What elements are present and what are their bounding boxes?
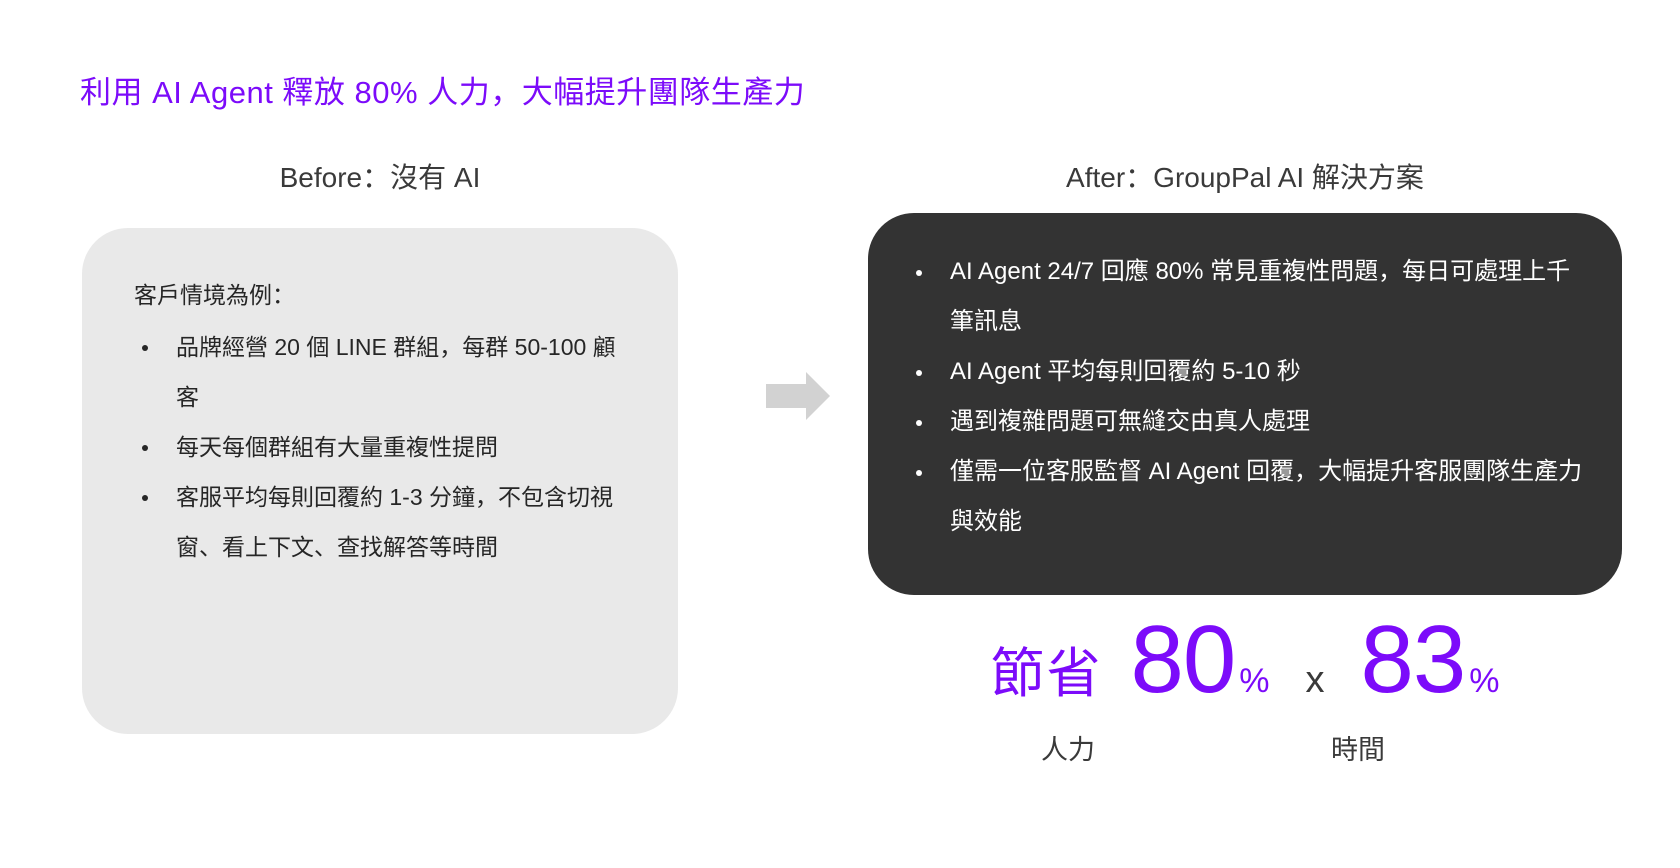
list-item: 客服平均每則回覆約 1-3 分鐘，不包含切視窗、看上下文、查找解答等時間 <box>134 472 638 572</box>
metrics-labels: 人力 時間 <box>868 730 1622 780</box>
metric-unit-manpower: % <box>1239 662 1270 700</box>
metric-value-time: 83 <box>1360 606 1467 713</box>
list-item: AI Agent 平均每則回覆約 5-10 秒 <box>908 347 1588 397</box>
arrow-right-icon <box>766 372 830 420</box>
list-item: AI Agent 24/7 回應 80% 常見重複性問題，每日可處理上千筆訊息 <box>908 247 1588 347</box>
before-column-header: Before：沒有 AI <box>279 162 481 193</box>
list-item: 僅需一位客服監督 AI Agent 回覆，大幅提升客服團隊生產力與效能 <box>908 447 1588 547</box>
metric-value-manpower: 80 <box>1130 606 1236 713</box>
after-column-header: After：GroupPal AI 解決方案 <box>1066 162 1424 193</box>
metrics-separator: x <box>1305 659 1325 701</box>
metrics-row: 節省 80 % x 83 % <box>868 612 1622 722</box>
metric-unit-time: % <box>1469 662 1500 700</box>
before-intro-text: 客戶情境為例： <box>134 282 295 308</box>
after-bullet-list: AI Agent 24/7 回應 80% 常見重複性問題，每日可處理上千筆訊息 … <box>908 247 1588 547</box>
metrics-prefix-label: 節省 <box>990 644 1103 704</box>
slide-title: 利用 AI Agent 釋放 80% 人力，大幅提升團隊生產力 <box>80 75 806 110</box>
after-card: AI Agent 24/7 回應 80% 常見重複性問題，每日可處理上千筆訊息 … <box>868 213 1622 595</box>
before-card: 客戶情境為例： 品牌經營 20 個 LINE 群組，每群 50-100 顧客 每… <box>82 228 678 734</box>
list-item: 遇到複雜問題可無縫交由真人處理 <box>908 397 1588 447</box>
metric-label-manpower: 人力 <box>1041 735 1095 765</box>
metric-label-time: 時間 <box>1331 735 1385 765</box>
list-item: 品牌經營 20 個 LINE 群組，每群 50-100 顧客 <box>134 322 638 422</box>
before-bullet-list: 品牌經營 20 個 LINE 群組，每群 50-100 顧客 每天每個群組有大量… <box>134 322 638 572</box>
metrics-summary: 節省 80 % x 83 % 人力 時間 <box>868 612 1622 792</box>
list-item: 每天每個群組有大量重複性提問 <box>134 422 638 472</box>
